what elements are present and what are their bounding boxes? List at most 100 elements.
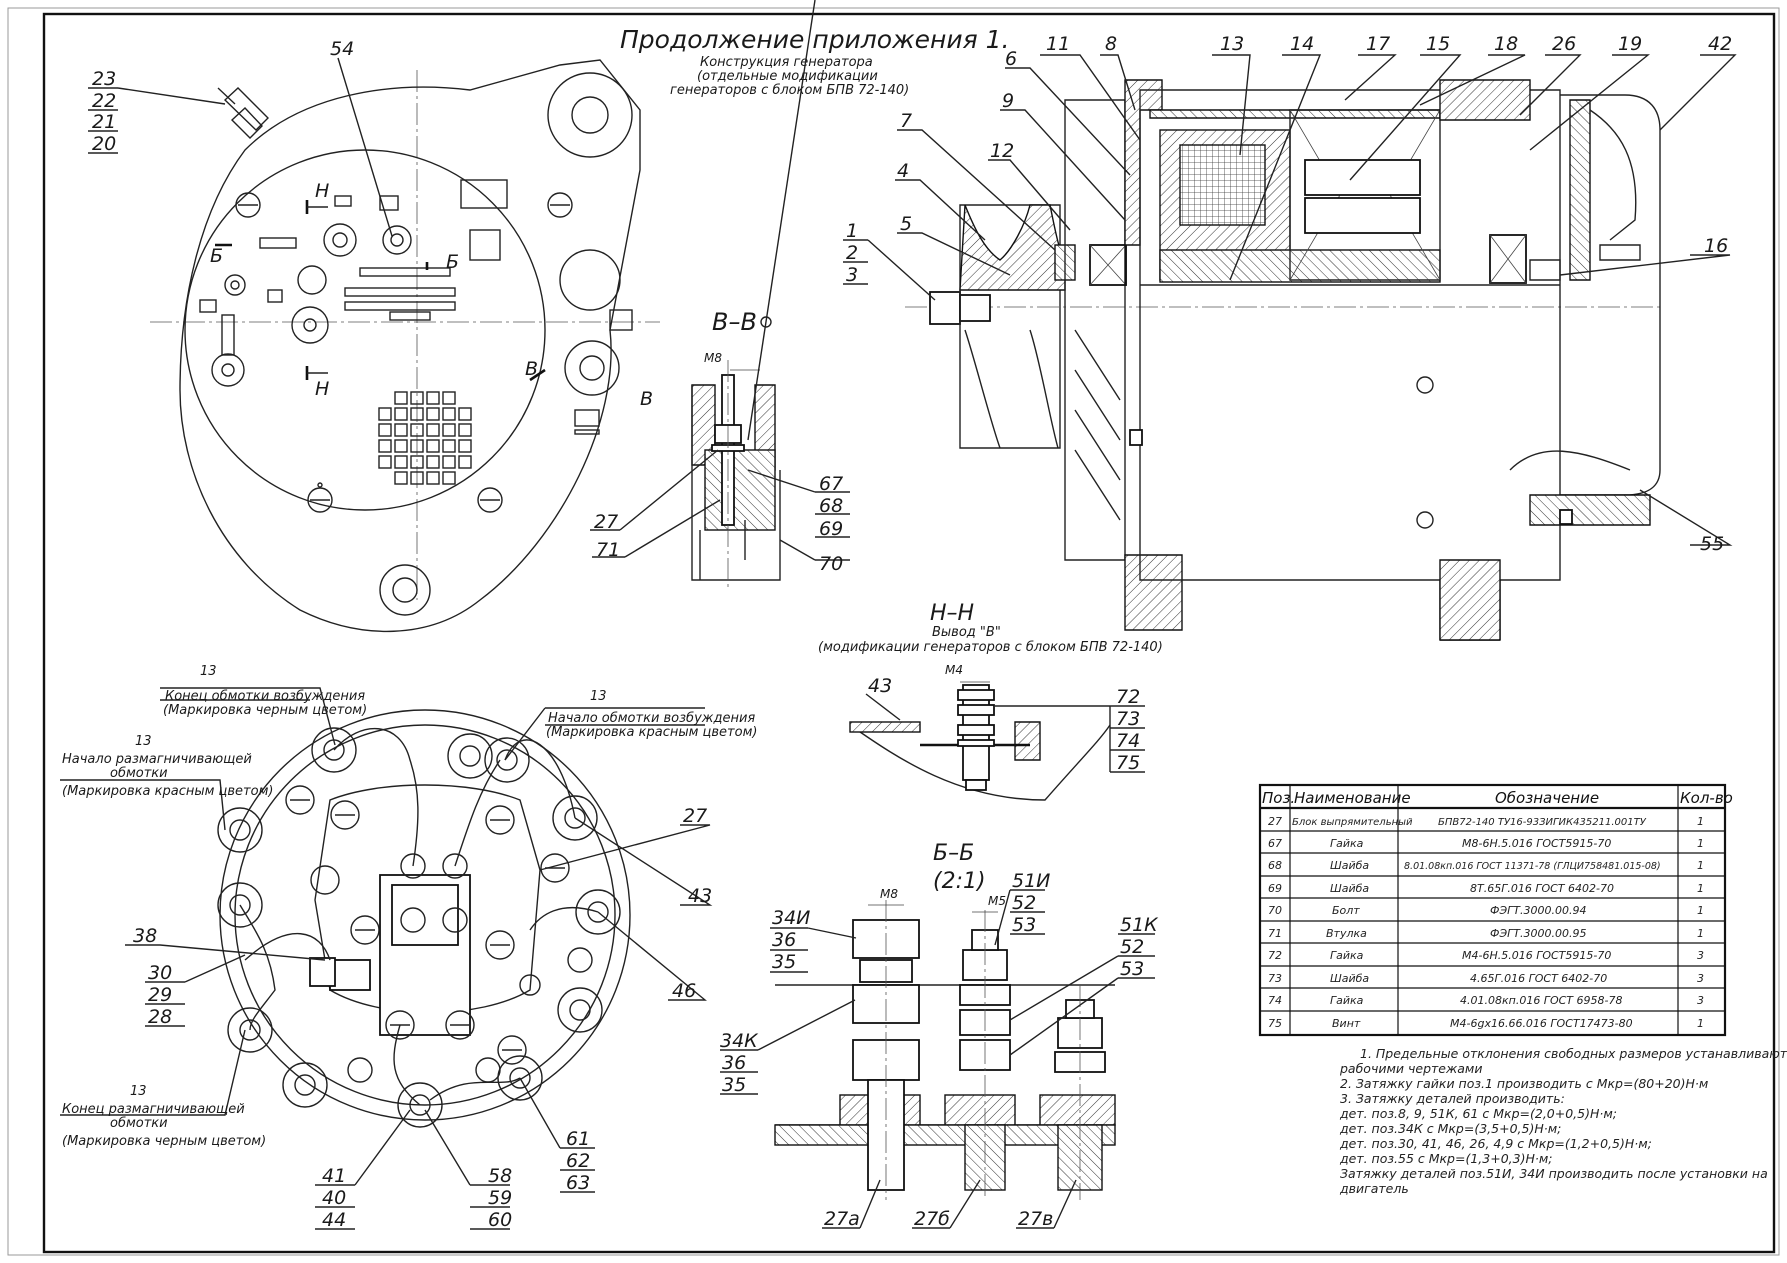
callout-70: 70 [819,553,843,575]
note-demag-start-2: обмотки [110,766,168,781]
table-row-6-name: Гайка [1330,949,1364,962]
note-line-1: рабочими чертежами [1339,1061,1482,1076]
callout-23: 23 [92,68,116,90]
note-line-2: 2. Затяжку гайки поз.1 производить с Мкр… [1340,1076,1708,1091]
callout-46: 46 [672,980,696,1002]
callout-69: 69 [819,518,843,540]
table-row-2-pos: 68 [1268,859,1282,872]
rectifier-leaders [60,687,713,1230]
table-row-0-designation: БПВ72-140 ТУ16-93ЗИГИК435211.001ТУ [1438,817,1647,828]
section-mark-b-right: Б [446,251,459,273]
callout-4: 4 [897,160,909,182]
callout-28: 28 [148,1006,172,1028]
table-row-8-pos: 74 [1268,994,1282,1007]
callout-11: 11 [1046,33,1070,55]
table-row-9-pos: 75 [1268,1017,1282,1030]
callout-35-a: 35 [772,951,796,973]
callout-30: 30 [148,962,172,984]
callout-13-b: 13 [590,689,607,704]
table-row-6-qty: 3 [1697,949,1704,962]
callout-13-d: 13 [130,1084,147,1099]
table-row-6-pos: 72 [1268,949,1282,962]
callout-40: 40 [322,1187,346,1209]
callout-34i: 34И [772,907,810,929]
table-row-7-pos: 73 [1268,972,1282,985]
callout-27-rect: 27 [683,805,707,827]
callout-2: 2 [846,242,858,264]
table-row-7-designation: 4.65Г.016 ГОСТ 6402-70 [1470,972,1607,985]
note-exc-start-mark: (Маркировка красным цветом) [546,725,757,740]
bb-thread-m5: М5 [988,894,1006,908]
callout-35-b: 35 [722,1074,746,1096]
callout-58: 58 [488,1165,512,1187]
callout-29: 29 [148,984,172,1006]
callout-15: 15 [1426,33,1450,55]
section-mark-n-bottom: Н [315,378,329,400]
table-row-6-designation: М4-6Н.5.016 ГОСТ5915-70 [1462,949,1611,962]
table-row-9-designation: М4-6gх16.66.016 ГОСТ17473-80 [1450,1017,1633,1030]
note-exc-start: Начало обмотки возбуждения [548,711,755,726]
vv-thread-m8: М8 [704,351,722,365]
callout-51i: 51И [1012,870,1050,892]
table-row-0-qty: 1 [1697,815,1704,828]
callout-52-b: 52 [1120,936,1144,958]
callout-68: 68 [819,495,843,517]
callout-53-a: 53 [1012,914,1036,936]
table-row-5-qty: 1 [1697,927,1704,940]
table-row-1-pos: 67 [1268,837,1282,850]
section-nn-sub2: (модификации генераторов с блоком БПВ 72… [818,640,1163,655]
section-mark-v-left: В [525,358,538,380]
callout-43-nn: 43 [868,675,892,697]
callout-5: 5 [900,213,912,235]
callout-62: 62 [566,1150,590,1172]
table-row-2-qty: 1 [1697,859,1704,872]
section-bb-title: Б–Б [933,841,974,866]
callout-34k: 34К [720,1030,759,1052]
note-demag-end-mark: (Маркировка черным цветом) [62,1134,266,1149]
callout-63: 63 [566,1172,590,1194]
note-demag-end-1: Конец размагничивающей [62,1102,245,1117]
callout-27v: 27в [1018,1208,1053,1230]
table-row-3-pos: 69 [1268,882,1282,895]
callout-20: 20 [92,133,116,155]
callout-22: 22 [92,90,116,112]
section-vv-title: В–В [712,308,757,336]
callout-13-main: 13 [1220,33,1244,55]
callout-7: 7 [900,110,912,132]
note-demag-start-1: Начало размагничивающей [62,752,252,767]
table-row-5-pos: 71 [1268,927,1282,940]
table-row-8-name: Гайка [1330,994,1364,1007]
rectifier-view [217,709,631,1128]
note-line-9: двигатель [1339,1181,1409,1196]
note-demag-start-mark: (Маркировка красным цветом) [62,784,273,799]
note-line-8: Затяжку деталей поз.51И, 34И производить… [1340,1166,1768,1181]
callout-21: 21 [92,111,116,133]
note-exc-end: Конец обмотки возбуждения [165,689,365,704]
callout-36-b: 36 [722,1052,746,1074]
table-row-3-designation: 8Т.65Г.016 ГОСТ 6402-70 [1470,882,1614,895]
th-qty: Кол-во [1680,789,1733,807]
spec-table-header: Поз. Наименование Обозначение Кол-во [1262,789,1733,807]
callout-38: 38 [133,925,157,947]
technical-notes: 1. Предельные отклонения свободных разме… [1339,1046,1787,1196]
table-row-4-pos: 70 [1268,904,1282,917]
callout-53-b: 53 [1120,958,1144,980]
section-vv: М8 [590,0,850,590]
frame [42,12,1776,1254]
callout-9: 9 [1002,90,1014,112]
table-row-8-designation: 4.01.08кп.016 ГОСТ 6958-78 [1460,994,1622,1007]
page-title: Продолжение приложения 1. [620,25,1009,54]
section-bb-scale: (2:1) [933,869,986,894]
callout-44: 44 [322,1209,346,1231]
callout-17: 17 [1366,33,1390,55]
table-row-3-name: Шайба [1330,882,1369,895]
callout-16: 16 [1704,235,1728,257]
table-row-7-name: Шайба [1330,972,1369,985]
table-row-1-name: Гайка [1330,837,1364,850]
th-name: Наименование [1294,789,1411,807]
callout-52-a: 52 [1012,892,1036,914]
table-row-8-qty: 3 [1697,994,1704,1007]
section-mark-b-left: Б [210,245,223,267]
rear-view [150,59,660,633]
callout-8: 8 [1105,33,1117,55]
